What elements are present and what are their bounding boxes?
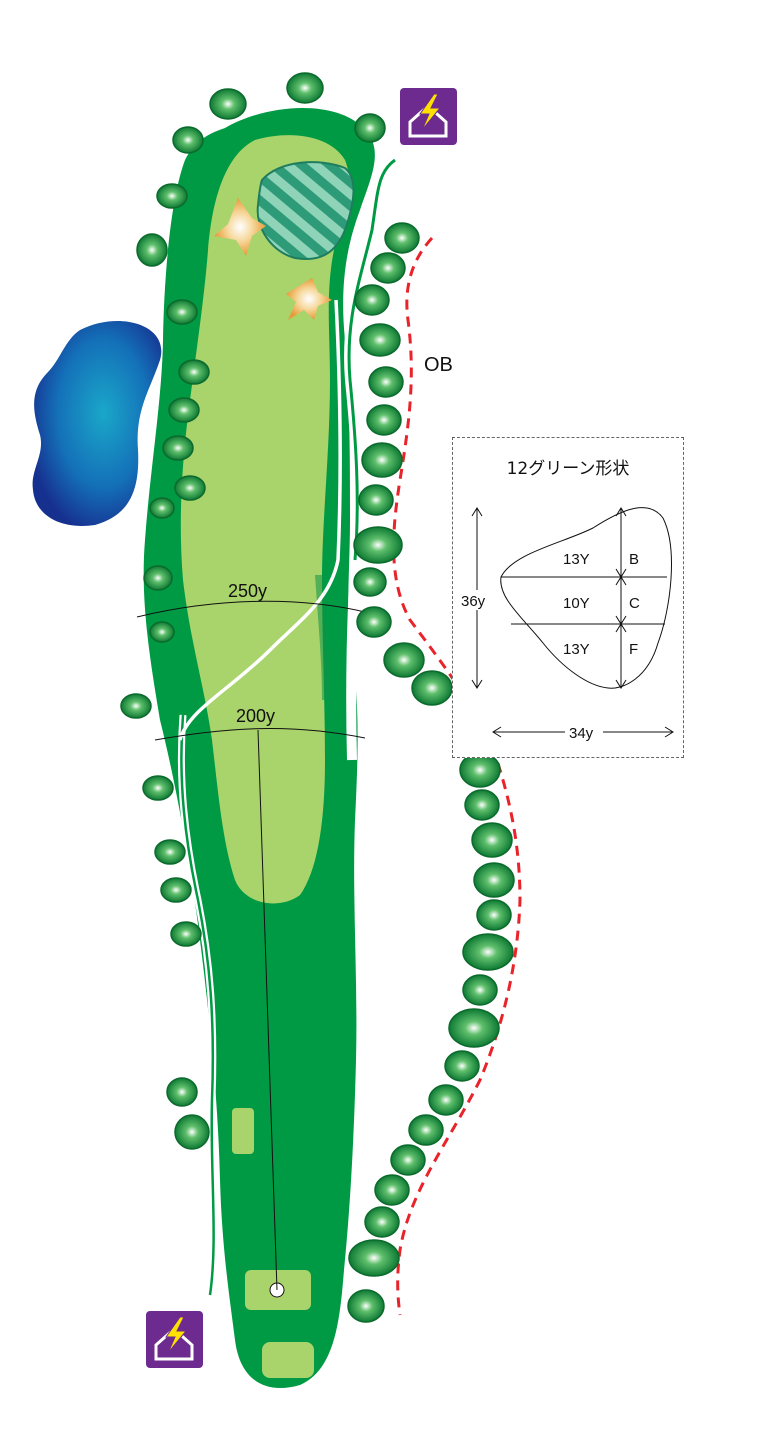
tree (464, 789, 500, 821)
tree (448, 1008, 500, 1048)
tree (358, 484, 394, 516)
tree (366, 404, 402, 436)
bunker-right (286, 278, 332, 320)
row-3-zone: F (629, 641, 638, 658)
tree (166, 1077, 198, 1107)
tree (348, 1239, 400, 1277)
tree (408, 1114, 444, 1146)
green-outline (500, 507, 672, 689)
tree (359, 323, 401, 357)
aim-line (257, 729, 278, 1291)
green-shape-title: 12グリーン形状 (506, 459, 630, 479)
arc-250 (136, 600, 366, 618)
total-depth-label: 36y (461, 593, 486, 610)
tree (209, 88, 247, 120)
tree (473, 862, 515, 898)
tree (136, 233, 168, 267)
row-2-depth: 10Y (563, 595, 590, 612)
arc-200 (154, 727, 366, 741)
tree (361, 442, 403, 478)
tree (286, 72, 324, 104)
tree (383, 642, 425, 678)
tree (149, 497, 175, 519)
tree (142, 775, 174, 801)
tree (149, 621, 175, 643)
tree (354, 113, 386, 143)
trees (120, 72, 515, 1323)
putting-green (256, 161, 355, 260)
tree (172, 126, 204, 154)
tree (370, 252, 406, 284)
water-hazard (32, 321, 162, 526)
tree (347, 1289, 385, 1323)
distance-label-200: 200y (236, 706, 275, 726)
tree (162, 435, 194, 461)
row-3-depth: 13Y (563, 641, 590, 658)
tree (174, 1114, 210, 1150)
fairway (180, 135, 350, 904)
tree (462, 933, 514, 971)
tree (476, 899, 512, 931)
tree (354, 284, 390, 316)
row-1-depth: 13Y (563, 551, 590, 568)
tree (170, 921, 202, 947)
tree (390, 1144, 426, 1176)
tree (462, 974, 498, 1006)
row-1-zone: B (629, 551, 639, 568)
ob-label: OB (424, 354, 453, 376)
tree (166, 299, 198, 325)
tree (411, 670, 453, 706)
row-2-zone: C (629, 595, 640, 612)
tree (356, 606, 392, 638)
tree (353, 567, 387, 597)
cart-path-inner-top (347, 158, 396, 561)
tree (120, 693, 152, 719)
tree (156, 183, 188, 209)
distance-label-250: 250y (228, 581, 267, 601)
tree (143, 565, 173, 591)
tree (374, 1174, 410, 1206)
tree (154, 839, 186, 865)
tree (428, 1084, 464, 1116)
cart-path-inner (180, 714, 215, 1296)
lightning-shelter-icon (400, 88, 457, 145)
tree (160, 877, 192, 903)
tree (368, 366, 404, 398)
green-shape-panel: 12グリーン形状 13Y B 10Y C 13Y F 36y 34y (452, 437, 684, 758)
bunker-left (214, 198, 266, 256)
tree (174, 475, 206, 501)
tree (364, 1206, 400, 1238)
rough-stripe (315, 575, 330, 700)
back-tee (262, 1342, 314, 1378)
tree (471, 822, 513, 858)
tree (353, 526, 403, 564)
width-label: 34y (569, 725, 594, 742)
tree (384, 222, 420, 254)
tree (178, 359, 210, 385)
tree (444, 1050, 480, 1082)
green-shape-diagram: 13Y B 10Y C 13Y F 36y 34y (457, 507, 674, 742)
tree (168, 397, 200, 423)
forward-tee (232, 1108, 254, 1154)
recommended-route (178, 299, 342, 741)
lightning-shelter-icon (146, 1311, 203, 1368)
